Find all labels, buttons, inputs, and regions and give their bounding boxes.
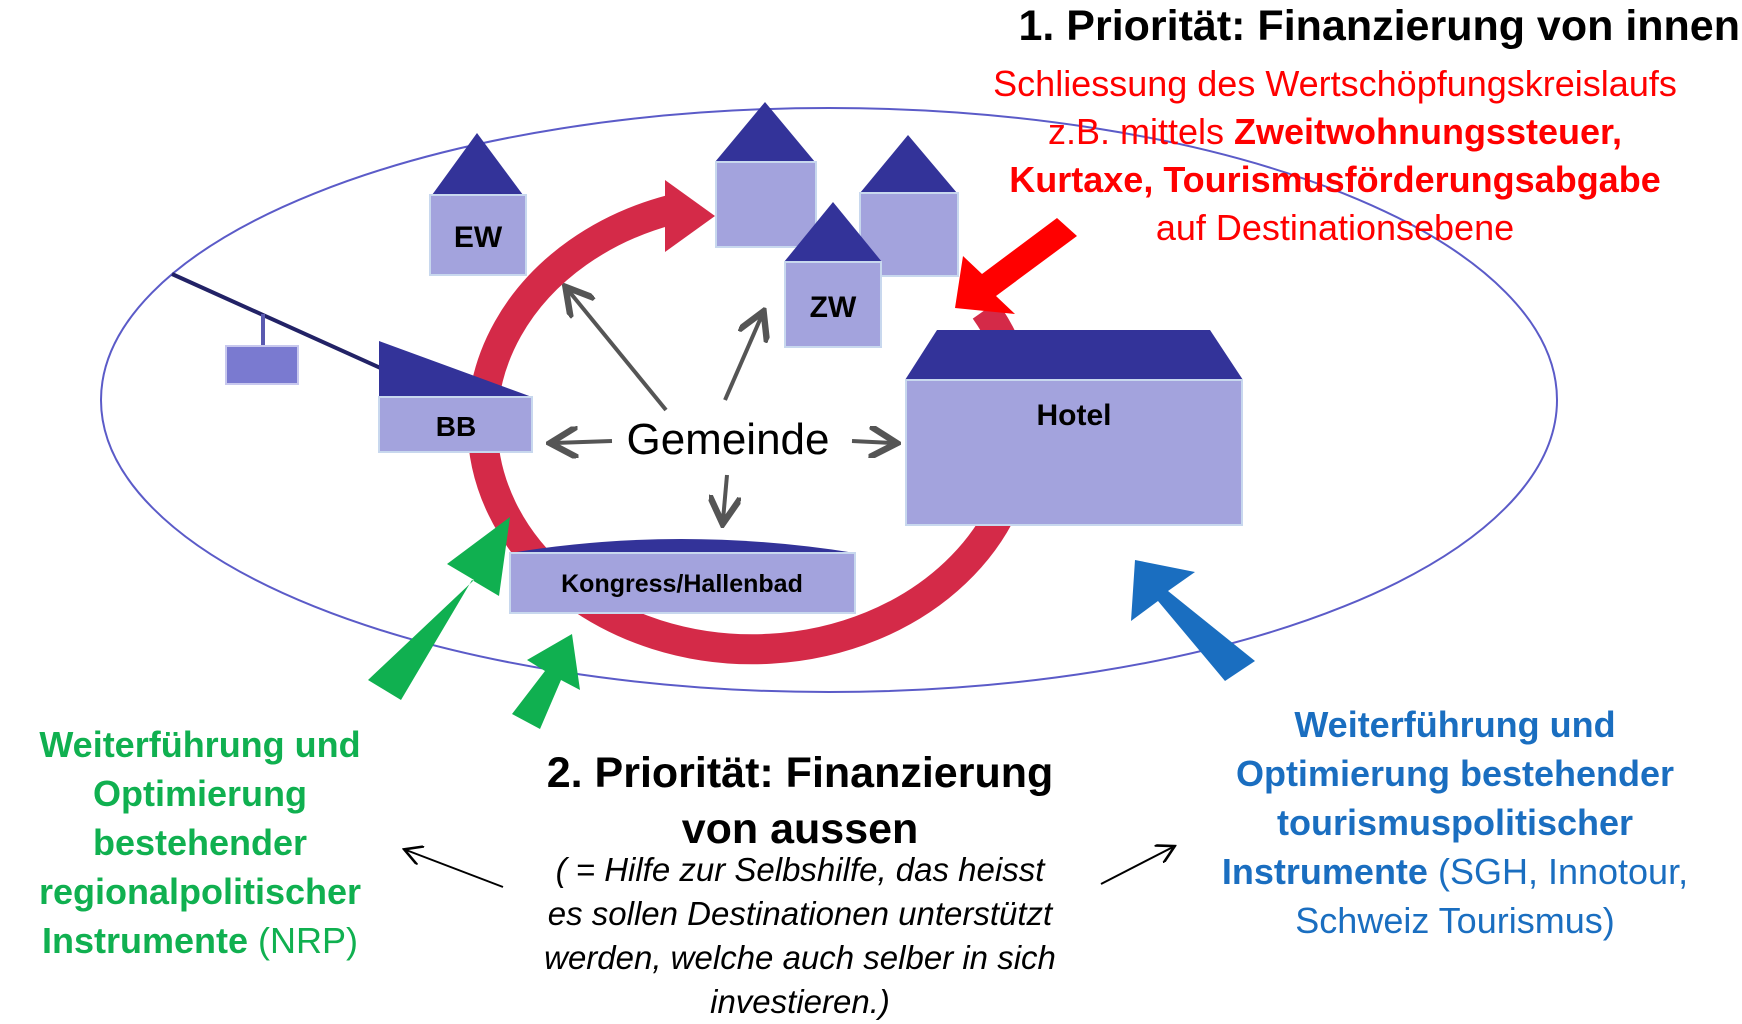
priority1-line3-bold: Kurtaxe, Tourismusförderungsabgabe — [1009, 159, 1661, 200]
priority1-line2-bold: Zweitwohnungssteuer, — [1233, 111, 1623, 152]
left-line1: Weiterführung und — [39, 724, 361, 765]
left-line5: Instrumente (NRP) — [0, 916, 400, 965]
priority2-title: 2. Priorität: Finanzierung von aussen — [470, 745, 1130, 857]
left-line3: bestehender — [92, 822, 308, 863]
station-bb: BB — [378, 341, 533, 453]
kongress-hallenbad: Kongress/Hallenbad — [509, 539, 856, 614]
priority2-title-line2: von aussen — [681, 805, 919, 853]
priority1-line2: z.B. mittels Zweitwohnungssteuer, — [930, 108, 1740, 156]
priority1-line3: Kurtaxe, Tourismusförderungsabgabe — [930, 156, 1740, 204]
right-line1: Weiterführung und — [1294, 704, 1616, 745]
right-line5: Schweiz Tourismus) — [1295, 900, 1615, 941]
right-line2: Optimierung bestehender — [1235, 753, 1675, 794]
left-line5-normal: (NRP) — [248, 920, 359, 961]
gemeinde-arrows — [554, 290, 893, 520]
priority2-side-arrows — [406, 847, 1173, 888]
label-zw: ZW — [810, 291, 857, 324]
destination-ellipse — [100, 107, 1558, 693]
hotel: Hotel — [905, 330, 1243, 526]
priority2-note-line2: es sollen Destinationen unterstützt — [547, 895, 1053, 932]
priority1-line2-prefix: z.B. mittels — [1047, 111, 1234, 152]
priority2-note-line1: ( = Hilfe zur Selbshilfe, das heisst — [555, 851, 1045, 888]
priority1-line1: Schliessung des Wertschöpfungskreislaufs — [993, 63, 1677, 104]
label-kongress: Kongress/Hallenbad — [561, 570, 803, 598]
cable-car — [171, 272, 386, 385]
label-bb: BB — [436, 411, 476, 442]
regional-policy-block: Weiterführung und Optimierung bestehende… — [0, 720, 400, 965]
green-arrows — [368, 517, 580, 729]
right-line4-bold: Instrumente — [1221, 851, 1428, 892]
label-gemeinde: Gemeinde — [626, 415, 829, 464]
right-line4: Instrumente (SGH, Innotour, — [1160, 847, 1742, 896]
priority1-line4: auf Destinationsebene — [1155, 207, 1515, 248]
red-arrow-priority1 — [955, 218, 1077, 314]
left-line4: regionalpolitischer — [38, 871, 362, 912]
priority1-description: Schliessung des Wertschöpfungskreislaufs… — [930, 60, 1740, 252]
priority2-note: ( = Hilfe zur Selbshilfe, das heisst es … — [480, 848, 1120, 1024]
tourism-policy-block: Weiterführung und Optimierung bestehende… — [1160, 700, 1742, 945]
priority2-note-line3: werden, welche auch selber in sich — [544, 939, 1056, 976]
priority1-title: 1. Priorität: Finanzierung von innen — [1018, 2, 1741, 50]
label-ew: EW — [454, 221, 503, 254]
priority2-title-line1: 2. Priorität: Finanzierung — [546, 749, 1054, 797]
priority2-note-line4: investieren.) — [710, 983, 890, 1020]
house-top-left — [715, 102, 817, 248]
house-zw: ZW — [784, 202, 882, 348]
right-line3: tourismuspolitischer — [1276, 802, 1634, 843]
left-line5-bold: Instrumente — [41, 920, 249, 961]
house-ew: EW — [429, 133, 527, 276]
left-line2: Optimierung — [93, 773, 307, 814]
blue-arrow — [1131, 560, 1255, 681]
right-line4-normal: (SGH, Innotour, — [1427, 851, 1689, 892]
label-hotel: Hotel — [1037, 399, 1112, 432]
